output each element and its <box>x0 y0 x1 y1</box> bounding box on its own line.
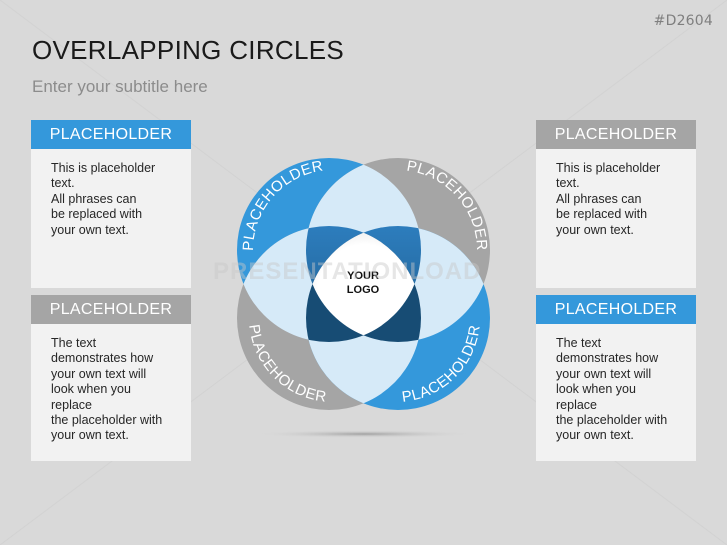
box-text-line: look when you <box>556 382 636 397</box>
slide-code: #D2604 <box>653 13 713 29</box>
box-body: The text demonstrates how your own text … <box>31 324 191 461</box>
box-text-line: your own text. <box>556 222 634 237</box>
logo-text-line2: LOGO <box>347 284 380 296</box>
box-text-line: the placeholder with <box>556 413 668 428</box>
box-text-line: your own text. <box>51 428 129 443</box>
box-text-line: demonstrates how <box>51 351 154 366</box>
text-box-bottom-right: PLACEHOLDER The text demonstrates how yo… <box>536 295 696 461</box>
box-header: PLACEHOLDER <box>31 295 191 324</box>
box-text-line: the placeholder with <box>51 413 163 428</box>
box-text-line: replace <box>556 397 597 412</box>
box-text-line: The text <box>556 336 602 350</box>
box-text-line: demonstrates how <box>556 351 659 366</box>
box-text-line: The text <box>51 336 97 350</box>
box-text-line: be replaced with <box>556 207 648 222</box>
box-text-line: text. <box>51 176 75 191</box>
watermark: PRESENTATIONLOAD <box>213 258 482 285</box>
text-box-bottom-left: PLACEHOLDER The text demonstrates how yo… <box>31 295 191 461</box>
box-text-line: All phrases can <box>556 191 642 206</box>
box-text-line: your own text will <box>556 366 652 381</box>
text-box-top-left: PLACEHOLDER This is placeholder text. Al… <box>31 120 191 288</box>
box-text-line: replace <box>51 397 92 412</box>
logo-text-line1: YOUR <box>347 270 379 282</box>
box-body: This is placeholder text. All phrases ca… <box>536 149 696 288</box>
box-text-line: All phrases can <box>51 191 137 206</box>
diagram-shadow <box>254 430 474 438</box>
slide-subtitle: Enter your subtitle here <box>32 77 208 96</box>
box-text-line: your own text. <box>51 222 129 237</box>
box-text-line: be replaced with <box>51 207 143 222</box>
box-header: PLACEHOLDER <box>31 120 191 149</box>
box-body: This is placeholder text. All phrases ca… <box>31 149 191 288</box>
slide-title: OVERLAPPING CIRCLES <box>32 35 345 65</box>
box-header: PLACEHOLDER <box>536 120 696 149</box>
box-text-line: text. <box>556 176 580 191</box>
box-text-line: your own text. <box>556 428 634 443</box>
box-text-line: This is placeholder <box>51 161 156 175</box>
box-body: The text demonstrates how your own text … <box>536 324 696 461</box>
text-box-top-right: PLACEHOLDER This is placeholder text. Al… <box>536 120 696 288</box>
box-header: PLACEHOLDER <box>536 295 696 324</box>
box-text-line: This is placeholder <box>556 161 661 175</box>
box-text-line: your own text will <box>51 366 147 381</box>
box-text-line: look when you <box>51 382 131 397</box>
